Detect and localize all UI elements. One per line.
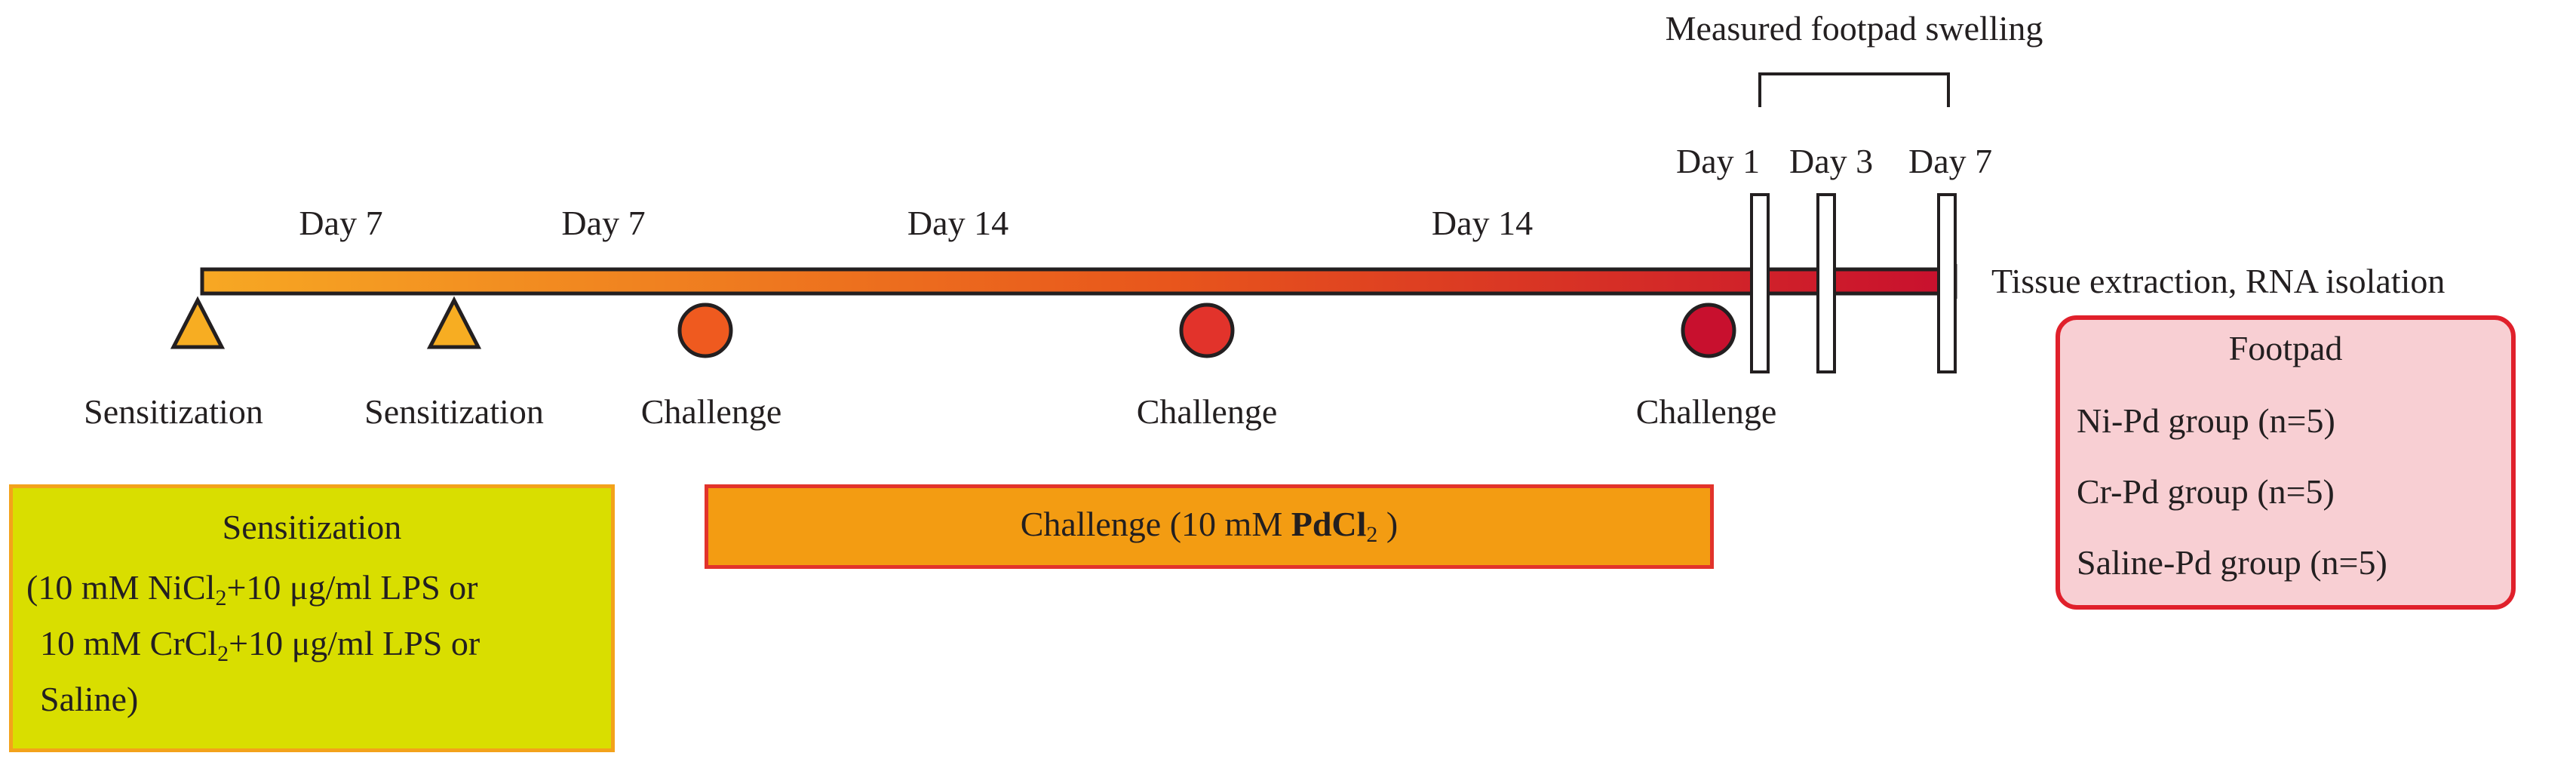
- measure-day-7-label: Day 7: [1908, 142, 1993, 180]
- interval-label-4: Day 14: [1431, 204, 1534, 242]
- measure-day-3-label: Day 3: [1789, 142, 1874, 180]
- measure-day-1-label: Day 1: [1676, 142, 1761, 180]
- sensitization-box-title: Sensitization: [222, 508, 402, 546]
- challenge-marker-1: [677, 303, 733, 358]
- sensitization-label-2: Sensitization: [364, 392, 544, 431]
- measure-bar-day-7: [1937, 193, 1957, 373]
- footpad-group-cr-pd: Cr-Pd group (n=5): [2077, 472, 2335, 511]
- challenge-marker-3: [1681, 303, 1736, 358]
- sensitization-line-3: Saline): [40, 680, 139, 718]
- challenge-box-label: Challenge (10 mM PdCl2 ): [1020, 505, 1399, 547]
- interval-label-2: Day 7: [561, 204, 646, 242]
- challenge-box: Challenge (10 mM PdCl2 ): [705, 484, 1714, 569]
- end-label: Tissue extraction, RNA isolation: [1991, 262, 2446, 300]
- footpad-group-ni-pd: Ni-Pd group (n=5): [2077, 401, 2335, 440]
- challenge-label-1: Challenge: [640, 392, 782, 431]
- measure-bar-day-3: [1816, 193, 1836, 373]
- sensitization-box: Sensitization (10 mM NiCl2+10 μg/ml LPS …: [9, 484, 615, 752]
- footpad-group-saline-pd: Saline-Pd group (n=5): [2077, 543, 2387, 582]
- challenge-marker-2: [1179, 303, 1235, 358]
- footpad-box: Footpad Ni-Pd group (n=5) Cr-Pd group (n…: [2056, 315, 2516, 610]
- interval-label-1: Day 7: [299, 204, 383, 242]
- sensitization-label-1: Sensitization: [84, 392, 263, 431]
- footpad-box-title: Footpad: [2228, 329, 2343, 367]
- sensitization-line-1: (10 mM NiCl2+10 μg/ml LPS or: [26, 568, 478, 610]
- sensitization-line-2: 10 mM CrCl2+10 μg/ml LPS or: [40, 624, 481, 666]
- measure-bracket: [1758, 72, 1950, 107]
- measure-title: Measured footpad swelling: [1665, 9, 2043, 48]
- challenge-label-3: Challenge: [1635, 392, 1777, 431]
- sensitization-marker-1: [170, 296, 226, 349]
- interval-label-3: Day 14: [907, 204, 1009, 242]
- sensitization-marker-2: [426, 296, 482, 349]
- measure-bar-day-1: [1750, 193, 1770, 373]
- timeline-bar: [200, 267, 1954, 296]
- challenge-label-2: Challenge: [1136, 392, 1278, 431]
